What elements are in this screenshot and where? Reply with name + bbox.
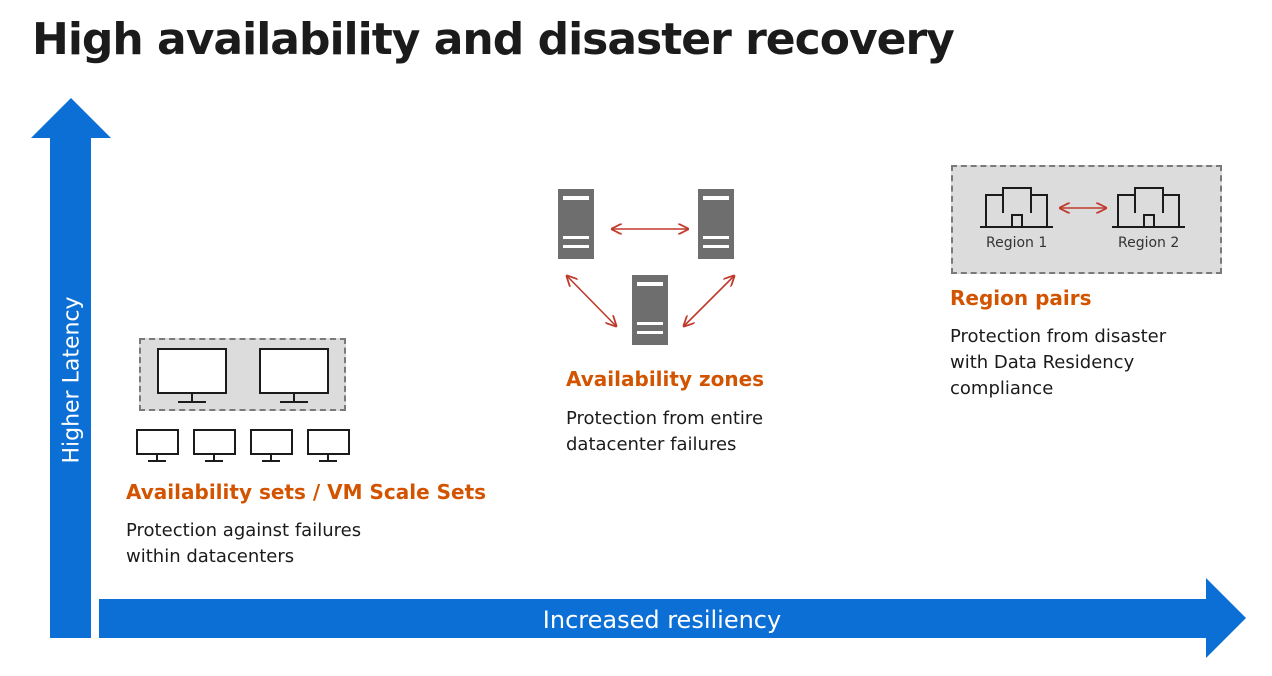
availability-sets-description: Protection against failures within datac… [126, 518, 361, 570]
region-pairs-box [951, 165, 1222, 274]
region-1-label: Region 1 [986, 235, 1048, 251]
server-icon [558, 189, 594, 259]
horizontal-axis-arrow [99, 578, 1246, 658]
zone-connector-arrow [567, 276, 616, 326]
availability-zones-description: Protection from entire datacenter failur… [566, 406, 763, 458]
desc-line: with Data Residency [950, 352, 1135, 373]
region-pairs-heading: Region pairs [950, 286, 1092, 310]
desc-line: Protection against failures [126, 520, 362, 541]
monitor-small-icon [250, 429, 293, 462]
region-pairs-description: Protection from disaster with Data Resid… [950, 324, 1166, 402]
x-axis-label: Increased resiliency [542, 606, 782, 634]
server-icon [698, 189, 734, 259]
desc-line: compliance [950, 378, 1054, 399]
monitor-small-icon [136, 429, 179, 462]
building-icon [1112, 187, 1185, 228]
desc-line: Protection from disaster [950, 326, 1167, 347]
desc-line: within datacenters [126, 546, 295, 567]
availability-zones-heading: Availability zones [566, 367, 765, 391]
desc-line: datacenter failures [566, 434, 737, 455]
zone-connector-arrow [684, 276, 734, 326]
monitor-large-icon [259, 348, 329, 403]
vertical-axis-arrow [31, 98, 111, 638]
monitor-small-icon [307, 429, 350, 462]
desc-line: Protection from entire [566, 408, 764, 429]
monitor-large-icon [157, 348, 227, 403]
availability-sets-heading: Availability sets / VM Scale Sets [126, 480, 487, 504]
region-2-label: Region 2 [1118, 235, 1180, 251]
building-icon [980, 187, 1053, 228]
page-title: High availability and disaster recovery [32, 14, 955, 65]
server-icon [632, 275, 668, 345]
monitor-small-icon [193, 429, 236, 462]
